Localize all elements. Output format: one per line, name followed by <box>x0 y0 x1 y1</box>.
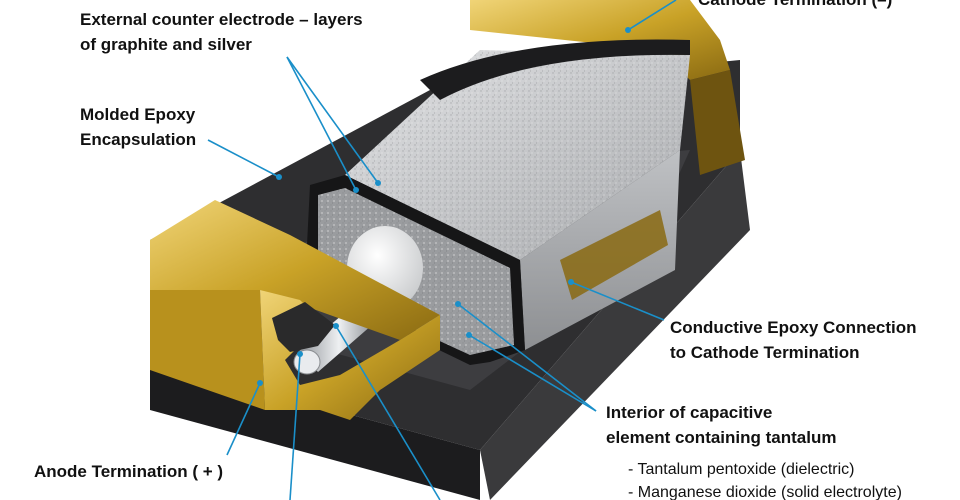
leader-dot-anode <box>257 380 263 386</box>
leader-dot-interior-a <box>455 301 461 307</box>
leader-dot-pellet <box>333 323 339 329</box>
label-counter-electrode-line1: External counter electrode – layers <box>80 8 363 32</box>
label-anode-termination: Anode Termination ( + ) <box>34 460 223 484</box>
label-interior-sub2: - Manganese dioxide (solid electrolyte) <box>628 481 902 500</box>
leader-dot-counter-a <box>353 187 359 193</box>
leader-dot-interior-b <box>466 332 472 338</box>
label-epoxy-line1: Molded Epoxy <box>80 103 195 127</box>
leader-dot-cathode <box>625 27 631 33</box>
leader-line-epoxy <box>208 140 279 177</box>
label-interior-sub1: - Tantalum pentoxide (dielectric) <box>628 458 854 482</box>
label-epoxy-line2: Encapsulation <box>80 128 196 152</box>
label-cathode-termination: Cathode Termination (–) <box>698 0 892 12</box>
leader-dot-epoxy <box>276 174 282 180</box>
label-conductive-line2: to Cathode Termination <box>670 341 860 365</box>
label-interior-line1: Interior of capacitive <box>606 401 772 425</box>
leader-dot-conductive <box>568 279 574 285</box>
leader-dot-counter-b <box>375 180 381 186</box>
label-conductive-line1: Conductive Epoxy Connection <box>670 316 917 340</box>
leader-dot-wire <box>297 351 303 357</box>
label-counter-electrode-line2: of graphite and silver <box>80 33 252 57</box>
label-interior-line2: element containing tantalum <box>606 426 836 450</box>
